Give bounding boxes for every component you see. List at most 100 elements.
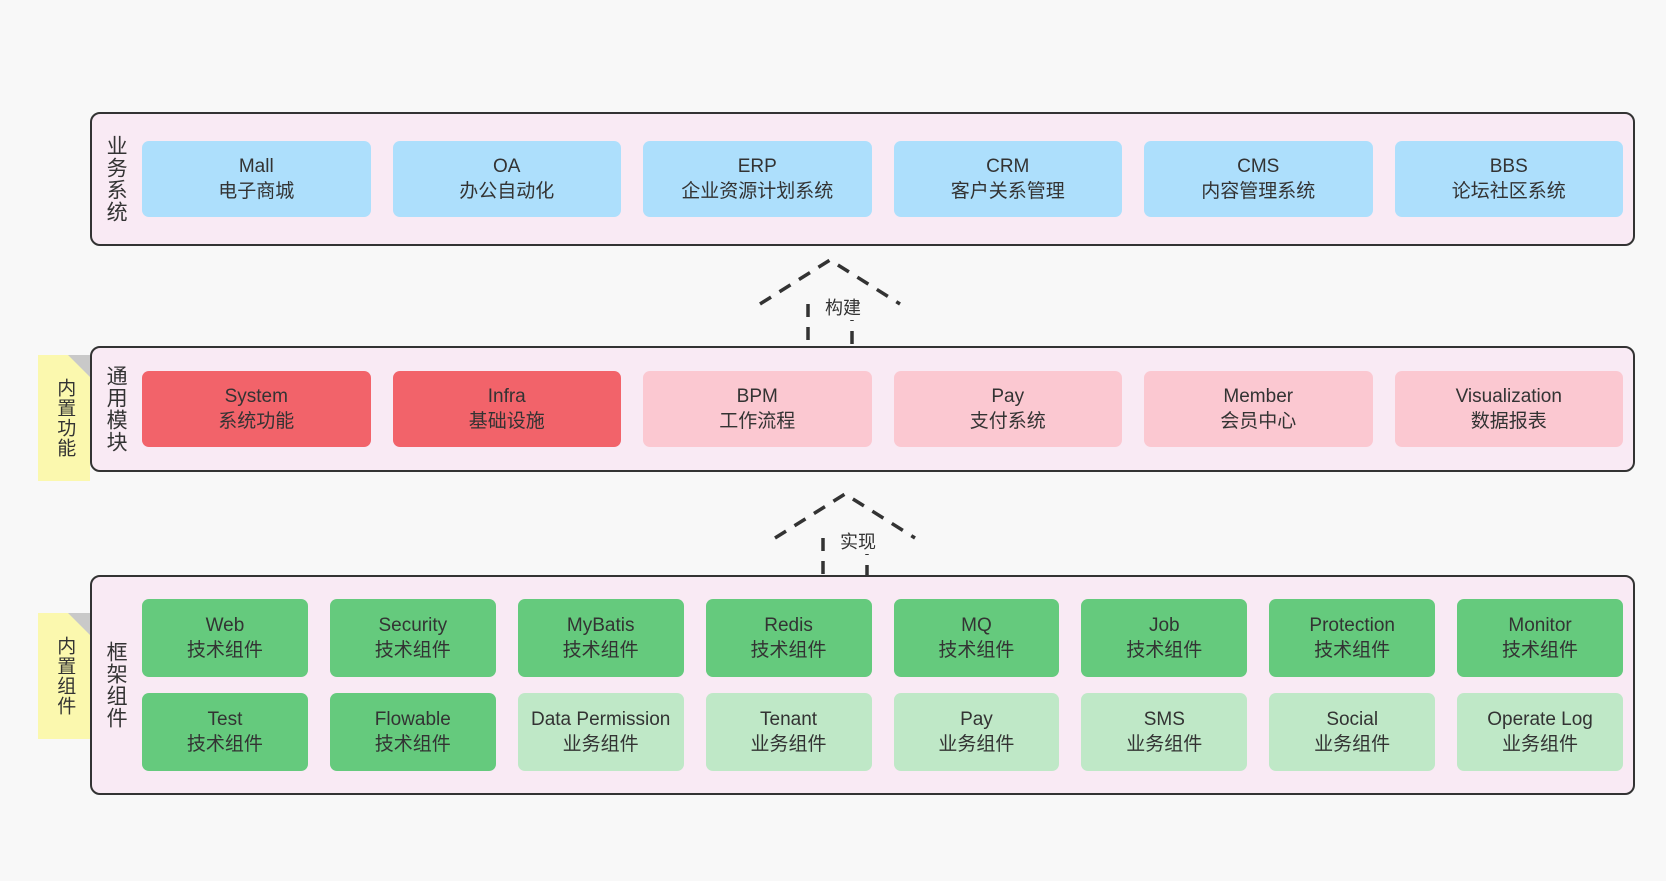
card-subtitle: 技术组件 [938,640,1015,661]
card-title: Data Permission [530,708,671,730]
card-title: Test [207,708,243,730]
card-erp[interactable]: ERP 企业资源计划系统 [643,141,872,217]
card-subtitle: 支付系统 [969,411,1046,432]
card-title: MyBatis [566,614,635,636]
card-pay-module[interactable]: Pay 支付系统 [893,371,1122,447]
card-subtitle: 技术组件 [1502,640,1579,661]
card-title: Pay [991,385,1025,407]
card-security[interactable]: Security 技术组件 [329,599,496,677]
card-data-permission[interactable]: Data Permission 业务组件 [517,693,684,771]
layer-common-modules: 通用模块 System 系统功能 Infra 基础设施 BPM 工作流程 Pay… [90,346,1635,472]
card-subtitle: 技术组件 [1126,640,1203,661]
card-title: Infra [487,385,526,407]
card-operate-log[interactable]: Operate Log 业务组件 [1457,693,1623,771]
card-subtitle: 技术组件 [562,640,639,661]
card-title: CMS [1237,155,1280,177]
card-subtitle: 业务组件 [1502,734,1579,755]
card-title: Tenant [760,708,818,730]
card-social[interactable]: Social 业务组件 [1269,693,1436,771]
connector-build-label: 构建 [822,294,864,320]
card-visualization[interactable]: Visualization 数据报表 [1394,371,1623,447]
card-monitor[interactable]: Monitor 技术组件 [1457,599,1623,677]
card-redis[interactable]: Redis 技术组件 [705,599,872,677]
card-job[interactable]: Job 技术组件 [1081,599,1248,677]
card-title: Flowable [374,708,451,730]
card-title: Member [1223,385,1294,407]
card-title: Web [205,614,245,636]
card-subtitle: 技术组件 [374,734,451,755]
card-mall[interactable]: Mall 电子商城 [142,141,371,217]
card-member[interactable]: Member 会员中心 [1144,371,1373,447]
card-subtitle: 基础设施 [468,411,545,432]
card-test[interactable]: Test 技术组件 [142,693,308,771]
card-subtitle: 数据报表 [1470,411,1547,432]
card-infra[interactable]: Infra 基础设施 [392,371,621,447]
card-title: Security [378,614,448,636]
sticky-note-label: 内置组件 [54,636,76,716]
card-title: Redis [764,614,813,636]
card-oa[interactable]: OA 办公自动化 [392,141,621,217]
card-subtitle: 会员中心 [1220,411,1297,432]
card-subtitle: 业务组件 [938,734,1015,755]
card-subtitle: 业务组件 [750,734,827,755]
card-title: BPM [736,385,778,407]
card-subtitle: 技术组件 [186,640,263,661]
card-title: SMS [1143,708,1185,730]
card-subtitle: 办公自动化 [459,181,555,202]
card-title: Visualization [1455,385,1562,407]
card-web[interactable]: Web 技术组件 [142,599,308,677]
card-subtitle: 论坛社区系统 [1451,181,1566,202]
layer-framework-components: 框架组件 Web 技术组件 Security 技术组件 MyBatis 技术组件… [90,575,1635,795]
card-subtitle: 技术组件 [1314,640,1391,661]
card-mybatis[interactable]: MyBatis 技术组件 [517,599,684,677]
card-title: OA [493,155,521,177]
layer-body-common-modules: System 系统功能 Infra 基础设施 BPM 工作流程 Pay 支付系统… [138,348,1633,470]
card-subtitle: 业务组件 [1314,734,1391,755]
layer-body-framework-components: Web 技术组件 Security 技术组件 MyBatis 技术组件 Redi… [138,577,1633,793]
card-subtitle: 业务组件 [562,734,639,755]
framework-components-row-2: Test 技术组件 Flowable 技术组件 Data Permission … [142,693,1623,771]
card-title: System [224,385,288,407]
card-title: CRM [986,155,1030,177]
card-protection[interactable]: Protection 技术组件 [1269,599,1436,677]
sticky-note-builtin-components: 内置组件 [38,613,90,739]
card-crm[interactable]: CRM 客户关系管理 [893,141,1122,217]
card-subtitle: 业务组件 [1126,734,1203,755]
card-subtitle: 技术组件 [186,734,263,755]
card-bbs[interactable]: BBS 论坛社区系统 [1394,141,1623,217]
card-subtitle: 系统功能 [218,411,295,432]
connector-implement-arrow: 实现 [774,491,925,584]
card-subtitle: 技术组件 [750,640,827,661]
connector-implement-label: 实现 [837,528,879,554]
card-subtitle: 内容管理系统 [1201,181,1316,202]
card-title: Pay [960,708,993,730]
card-mq[interactable]: MQ 技术组件 [893,599,1060,677]
card-title: Job [1148,614,1180,636]
layer-body-business-systems: Mall 电子商城 OA 办公自动化 ERP 企业资源计划系统 CRM 客户关系… [138,114,1633,244]
business-systems-row: Mall 电子商城 OA 办公自动化 ERP 企业资源计划系统 CRM 客户关系… [142,141,1623,217]
card-tenant[interactable]: Tenant 业务组件 [705,693,872,771]
card-title: MQ [961,614,992,636]
card-subtitle: 工作流程 [719,411,796,432]
card-pay-component[interactable]: Pay 业务组件 [893,693,1060,771]
card-title: BBS [1489,155,1528,177]
card-cms[interactable]: CMS 内容管理系统 [1144,141,1373,217]
card-subtitle: 客户关系管理 [950,181,1065,202]
framework-components-row-1: Web 技术组件 Security 技术组件 MyBatis 技术组件 Redi… [142,599,1623,677]
card-sms[interactable]: SMS 业务组件 [1081,693,1248,771]
card-title: ERP [737,155,777,177]
card-bpm[interactable]: BPM 工作流程 [643,371,872,447]
card-title: Social [1326,708,1379,730]
card-subtitle: 电子商城 [218,181,295,202]
card-subtitle: 技术组件 [374,640,451,661]
card-title: Mall [238,155,274,177]
layer-title-business-systems: 业务系统 [104,135,128,223]
layer-title-framework-components: 框架组件 [104,641,128,729]
common-modules-row: System 系统功能 Infra 基础设施 BPM 工作流程 Pay 支付系统… [142,371,1623,447]
card-subtitle: 企业资源计划系统 [681,181,834,202]
card-system[interactable]: System 系统功能 [142,371,371,447]
sticky-note-label: 内置功能 [54,378,76,458]
card-title: Monitor [1508,614,1572,636]
card-flowable[interactable]: Flowable 技术组件 [329,693,496,771]
